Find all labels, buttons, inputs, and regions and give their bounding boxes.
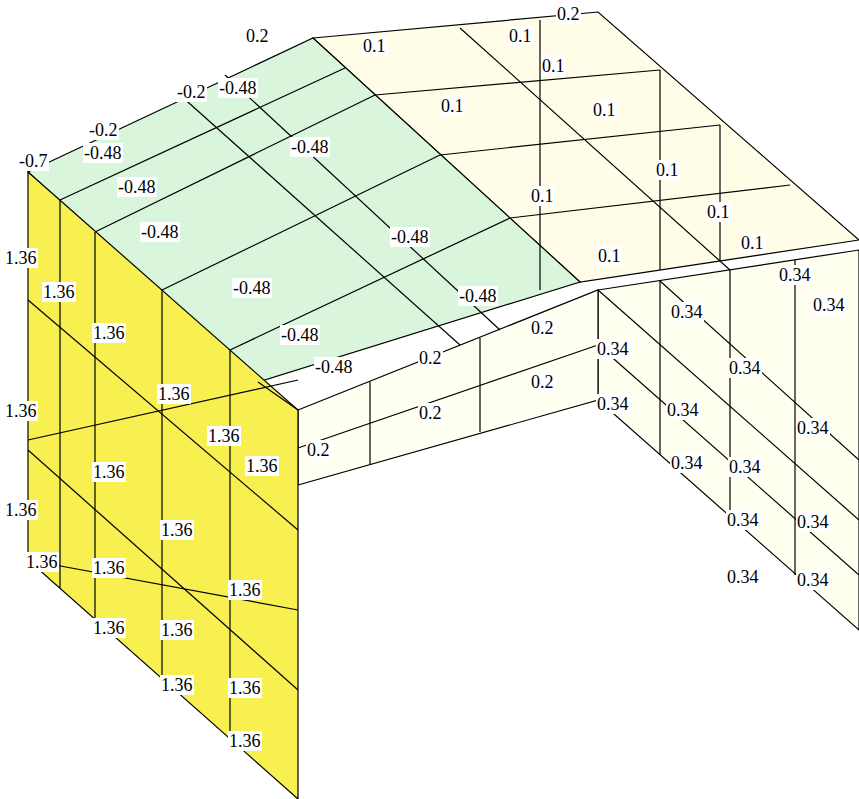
pressure-coefficient: 0.34 [596, 394, 630, 414]
pressure-coefficient: 0.2 [418, 348, 443, 368]
pressure-coefficient: 0.2 [530, 372, 555, 392]
pressure-coefficient: -0.48 [83, 143, 123, 163]
pressure-coefficient: 1.36 [92, 558, 126, 578]
pressure-coefficient: -0.2 [88, 120, 119, 140]
pressure-coefficient: -0.48 [117, 177, 157, 197]
pressure-coefficient: 0.34 [666, 400, 700, 420]
pressure-coefficient: 0.34 [728, 457, 762, 477]
pressure-coefficient: 0.34 [796, 570, 830, 590]
pressure-coefficient: 0.2 [306, 440, 331, 460]
pressure-coefficient: 0.1 [541, 56, 566, 76]
pressure-coefficient: 0.1 [530, 186, 555, 206]
pressure-coefficient: 1.36 [160, 675, 194, 695]
pressure-coefficient: 1.36 [92, 618, 126, 638]
pressure-coefficient: 0.2 [245, 26, 270, 46]
pressure-coefficient: 0.1 [440, 96, 465, 116]
pressure-coefficient: 0.34 [796, 418, 830, 438]
pressure-coefficient: -0.48 [218, 78, 258, 98]
pressure-coefficient: 1.36 [4, 500, 38, 520]
pressure-coefficient: 1.36 [25, 552, 59, 572]
pressure-coefficient: 0.34 [670, 302, 704, 322]
pressure-coefficient: 1.36 [4, 401, 38, 421]
pressure-coefficient: 0.34 [726, 510, 760, 530]
pressure-coefficient: 0.34 [778, 265, 812, 285]
pressure-coefficient: 0.34 [812, 295, 846, 315]
pressure-coefficient: -0.48 [280, 325, 320, 345]
pressure-coefficient: 0.2 [556, 4, 581, 24]
pressure-coefficient: -0.48 [232, 278, 272, 298]
pressure-coefficient: 1.36 [245, 456, 279, 476]
pressure-coefficient: 0.34 [796, 512, 830, 532]
pressure-coefficient: 1.36 [92, 323, 126, 343]
pressure-coefficient: -0.48 [458, 286, 498, 306]
pressure-coefficient: 1.36 [157, 384, 191, 404]
pressure-coefficient: 1.36 [160, 520, 194, 540]
pressure-coefficient: -0.7 [18, 151, 49, 171]
pressure-coefficient: 0.34 [728, 358, 762, 378]
pressure-coefficient: -0.48 [390, 227, 430, 247]
pressure-coefficient: -0.2 [176, 82, 207, 102]
pressure-coefficient: 1.36 [42, 282, 76, 302]
pressure-coefficient: -0.48 [140, 222, 180, 242]
pressure-coefficient: 0.2 [418, 403, 443, 423]
pressure-coefficient: 1.36 [228, 678, 262, 698]
pressure-coefficient: 0.1 [592, 100, 617, 120]
pressure-coefficient: 0.1 [706, 202, 731, 222]
pressure-coefficient: 1.36 [4, 248, 38, 268]
pressure-coefficient: -0.48 [314, 357, 354, 377]
pressure-coefficient: 0.34 [726, 567, 760, 587]
pressure-coefficient: 0.34 [670, 453, 704, 473]
pressure-coefficient: 1.36 [228, 731, 262, 751]
pressure-coefficient: 0.2 [530, 318, 555, 338]
pressure-coefficient: 0.1 [362, 36, 387, 56]
pressure-coefficient: 0.1 [508, 26, 533, 46]
pressure-coefficient: 1.36 [207, 426, 241, 446]
pressure-coefficient: 1.36 [228, 580, 262, 600]
pressure-coefficient: 0.1 [597, 246, 622, 266]
pressure-coefficient: 0.34 [596, 339, 630, 359]
pressure-coefficient: -0.48 [290, 137, 330, 157]
pressure-coefficient: 0.1 [740, 233, 765, 253]
pressure-coefficient: 1.36 [160, 620, 194, 640]
pressure-coefficient: 0.1 [655, 160, 680, 180]
pressure-coefficient: 1.36 [92, 462, 126, 482]
